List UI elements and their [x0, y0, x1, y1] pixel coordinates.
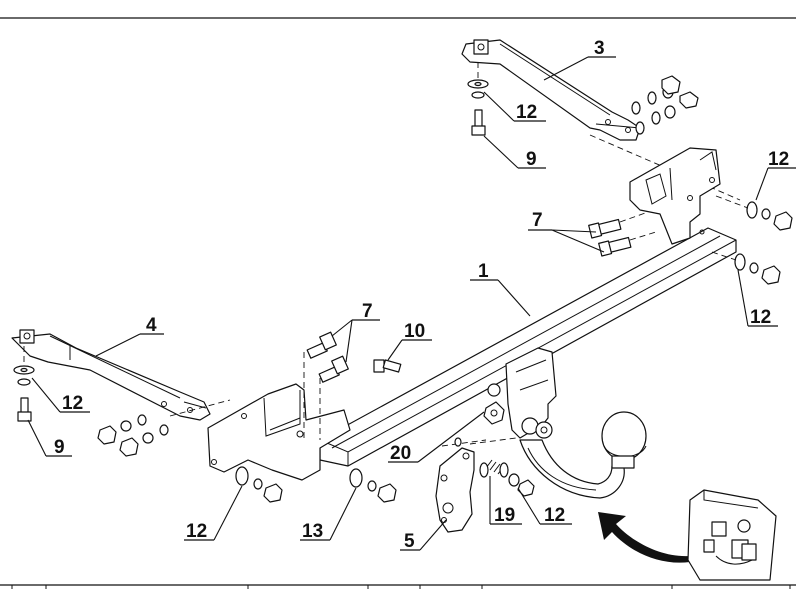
callout-7b: 7	[362, 301, 373, 322]
callout-4: 4	[146, 315, 157, 336]
callout-12f: 13	[302, 521, 323, 542]
callout-12c: 12	[750, 307, 771, 328]
bolt-10	[373, 359, 402, 373]
callout-12b: 12	[768, 149, 789, 170]
callout-labels: 3 12 9 12 7 1 12 4 7 10 12 9 20 12 13 5 …	[54, 38, 789, 552]
callout-9a: 9	[526, 149, 537, 170]
hardware-right	[711, 195, 793, 285]
callout-20: 20	[390, 443, 411, 464]
socket-plate	[435, 437, 517, 533]
bottom-table-ticks	[11, 585, 791, 589]
towball-assembly	[483, 347, 647, 499]
callout-9b: 9	[54, 437, 65, 458]
callout-1: 1	[478, 261, 489, 282]
hardware-lower-left	[97, 399, 231, 457]
right-mounting-plate	[629, 147, 721, 245]
wiring-kit-icon	[687, 489, 777, 581]
callout-3: 3	[594, 38, 605, 59]
callout-13: 12	[544, 505, 565, 526]
spring-washer-nut	[454, 437, 535, 497]
bolt-9-upper	[467, 62, 489, 136]
bolts-7-right	[588, 211, 657, 257]
bolt-9-lower	[13, 365, 35, 422]
callout-12a: 12	[516, 102, 537, 123]
callout-5: 5	[404, 531, 415, 552]
right-side-bracket	[461, 39, 641, 141]
hardware-bottom-left	[235, 466, 397, 503]
left-side-bracket	[11, 329, 211, 421]
callout-12d: 12	[62, 393, 83, 414]
bolts-7-left	[303, 331, 349, 440]
callout-19: 19	[494, 505, 515, 526]
leader-lines	[27, 56, 796, 551]
callout-12e: 12	[186, 521, 207, 542]
arrow-to-kit	[598, 512, 690, 563]
callout-7a: 7	[532, 210, 543, 231]
callout-10: 10	[404, 321, 425, 342]
left-mounting-plate	[207, 383, 351, 481]
